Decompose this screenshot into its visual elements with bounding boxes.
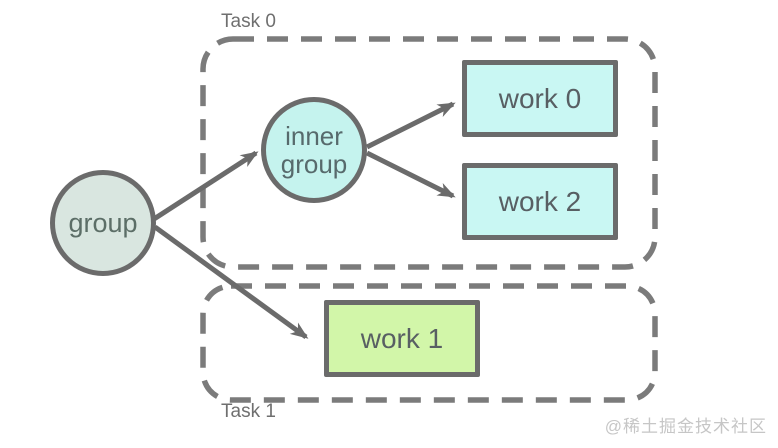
edge-group-to-inner-group [152, 150, 259, 222]
node-work0: work 0 [462, 60, 618, 137]
node-work2-label: work 2 [498, 185, 582, 217]
node-group-label: group [68, 207, 138, 238]
node-work1-label: work 1 [360, 322, 444, 354]
edge-group-to-work1 [153, 224, 309, 340]
node-inner-group: inner group [261, 97, 367, 203]
task0-label: Task 0 [221, 11, 276, 32]
node-work2: work 2 [462, 163, 618, 240]
node-work1: work 1 [324, 300, 480, 377]
task0-container-border [200, 36, 658, 270]
watermark-text: @稀土掘金技术社区 [604, 417, 767, 436]
node-inner-group-label: inner group [280, 120, 348, 179]
edge-inner-group-to-work0 [365, 101, 456, 150]
node-group: group [50, 170, 156, 276]
edge-inner-group-to-work2 [365, 150, 456, 199]
node-work0-label: work 0 [498, 82, 582, 114]
task1-label: Task 1 [221, 401, 276, 422]
